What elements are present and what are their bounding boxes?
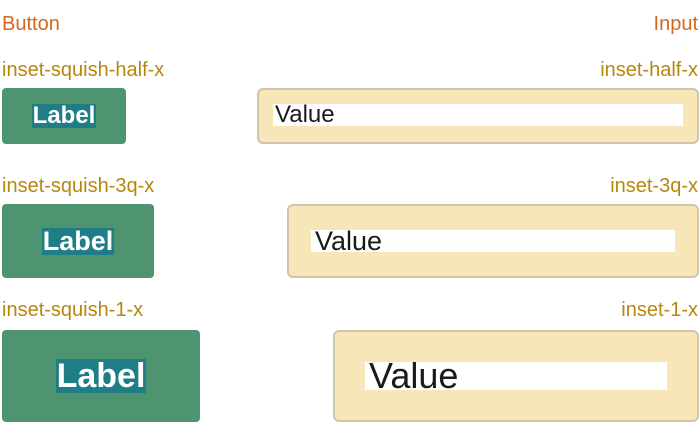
label-button[interactable]: Label [2,88,126,144]
value-input[interactable]: Value [287,204,699,278]
button-column-heading: Button [2,13,60,35]
input-value: Value [275,101,335,128]
button-label: Label [41,225,115,256]
button-caption: inset-squish-half-x [2,59,165,81]
inset-3q-row: inset-squish-3q-x inset-3q-x Label Value [0,174,700,284]
input-caption: inset-1-x [621,299,698,321]
value-input[interactable]: Value [333,330,699,422]
input-caption: inset-half-x [600,59,698,81]
input-caption: inset-3q-x [610,175,698,197]
inset-1-row: inset-squish-1-x inset-1-x Label Value [0,298,700,428]
input-column-heading: Input [653,13,698,35]
input-value: Value [369,355,459,396]
button-label: Label [55,357,147,395]
input-content-area[interactable]: Value [311,225,675,256]
button-label: Label [31,102,97,129]
button-caption: inset-squish-3q-x [2,175,155,197]
input-value: Value [315,225,383,256]
label-button[interactable]: Label [2,330,200,422]
inset-half-row: inset-squish-half-x inset-half-x Label V… [0,58,700,148]
label-button[interactable]: Label [2,204,154,278]
button-caption: inset-squish-1-x [2,299,144,321]
input-content-area[interactable]: Value [273,101,683,128]
value-input[interactable]: Value [257,88,699,144]
input-content-area[interactable]: Value [365,358,667,394]
